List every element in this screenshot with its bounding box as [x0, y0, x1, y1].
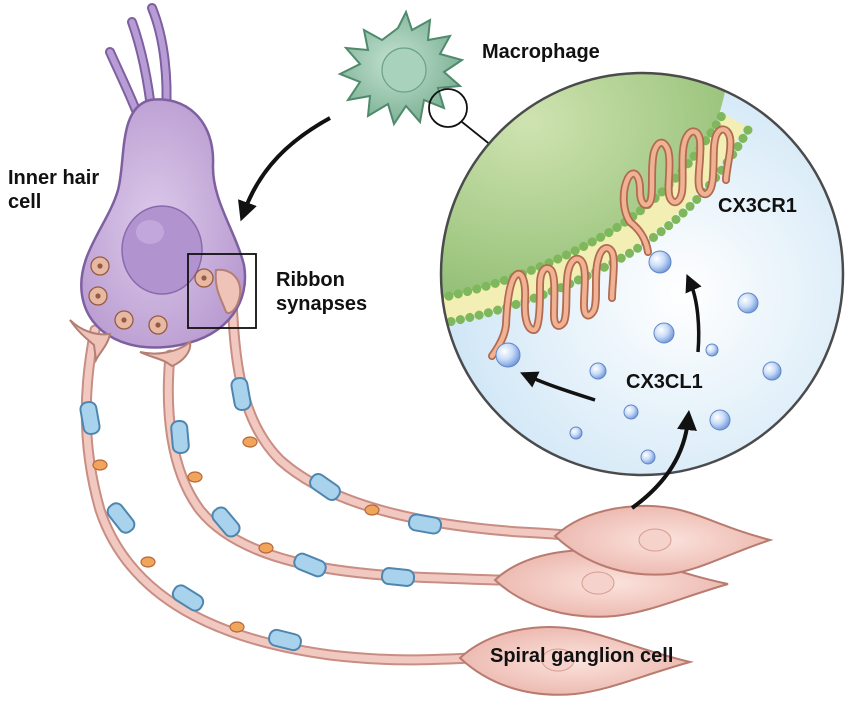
zoom-connector-line — [461, 121, 493, 147]
schwann-nuclei — [92, 436, 380, 633]
axon-1 — [80, 324, 476, 666]
myelin-segment — [407, 513, 443, 535]
label-macrophage: Macrophage — [482, 41, 600, 63]
label-inner-hair-cell-line1: Inner hair — [8, 167, 99, 189]
ligand-particle — [495, 342, 521, 368]
label-cx3cl1: CX3CL1 — [626, 371, 703, 393]
afferent-terminal — [139, 340, 192, 368]
zoom-inset — [439, 71, 845, 477]
label-ribbon-line1: Ribbon — [276, 269, 345, 291]
ligand-particle — [648, 250, 672, 274]
myelin-segment — [268, 628, 302, 652]
afferent-terminal — [69, 319, 112, 364]
label-ribbon-line2: synapses — [276, 293, 367, 315]
myelin-segment — [171, 584, 205, 612]
ligand-particle — [653, 322, 675, 344]
afferent-terminals — [69, 268, 242, 368]
spiral-ganglion-cell-body — [458, 626, 694, 696]
ligand-particle — [762, 361, 782, 381]
migration-arrow — [238, 116, 331, 222]
myelin-segment — [211, 506, 241, 538]
macrophage-nucleus — [381, 47, 427, 93]
myelin-segment — [79, 400, 101, 436]
ligand-particle — [569, 426, 583, 440]
cx3cl1-ligands — [495, 250, 782, 465]
ligand-particle — [623, 404, 639, 420]
axon-2 — [162, 349, 506, 586]
ligand-particle — [640, 449, 656, 465]
ribbon-synapse-highlight-box — [187, 253, 257, 329]
ligand-particle — [589, 362, 607, 380]
hair-cell-nucleus — [121, 205, 203, 295]
label-inner-hair-cell-line2: cell — [8, 191, 41, 213]
myelin-sheaths — [79, 376, 443, 652]
label-cx3cr1: CX3CR1 — [718, 195, 797, 217]
ligand-particle — [737, 292, 759, 314]
myelin-segment — [293, 552, 327, 578]
afferent-terminal — [214, 268, 242, 314]
binding-arrow — [685, 274, 702, 353]
myelin-segment — [106, 502, 136, 534]
ligand-particle — [709, 409, 731, 431]
ligand-particle — [705, 343, 719, 357]
inner-hair-cell — [80, 3, 247, 349]
myelin-segment — [380, 567, 416, 587]
binding-arrow — [520, 371, 596, 402]
macrophage-cell — [337, 9, 468, 128]
myelin-segment — [309, 473, 341, 501]
spiral-ganglion-cells — [458, 504, 774, 696]
myelin-segment — [230, 376, 252, 412]
macrophage-zoom-ring — [428, 88, 468, 128]
label-spiral-ganglion-cell: Spiral ganglion cell — [490, 645, 673, 667]
myelin-segment — [170, 419, 190, 455]
ligand-release-arrow — [630, 410, 697, 510]
